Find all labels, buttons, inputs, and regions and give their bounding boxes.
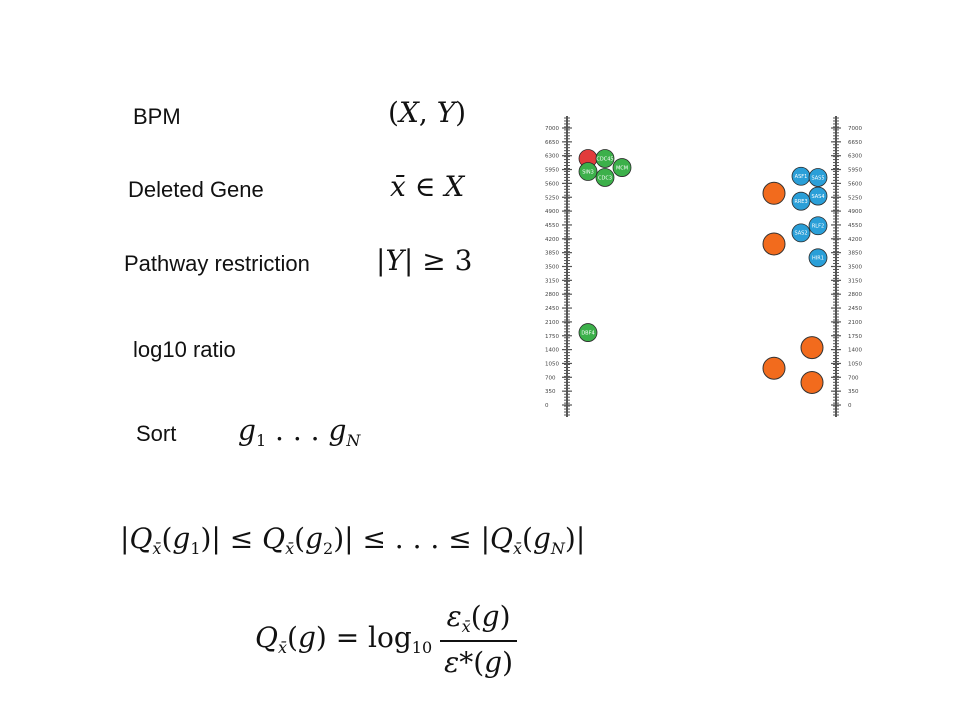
axis-tick-label: 6650 [848,140,862,146]
gene-marker-label: CDC3 [598,175,612,181]
formula-fraction: εx̄(g)ε*(g) [440,600,517,679]
axis-tick-label: 350 [545,389,556,395]
gene-marker-label: SAS5 [811,175,824,181]
axis-tick-label: 6650 [545,140,559,146]
gene-marker [808,168,828,187]
label-sort: Sort [136,421,177,446]
gene-marker [578,323,598,342]
axis-tick-label: 6300 [545,154,559,160]
left-scale-axis: 7000665063005950560052504900455042003850… [545,116,572,417]
axis-tick-label: 2100 [848,320,862,326]
gene-marker [791,223,811,243]
orange-markers [762,181,824,394]
axis-tick-label: 7000 [545,126,559,132]
axis-tick-label: 3150 [848,278,862,284]
axis-tick-label: 5250 [545,195,559,201]
right-scale-axis: 7000665063005950560052504900455042003850… [831,116,862,417]
axis-tick-label: 4200 [848,237,862,243]
gene-marker [578,162,598,181]
axis-tick-label: 1400 [848,348,862,354]
axis-tick-label: 2100 [545,320,559,326]
gene-marker-label: MCM [616,165,628,171]
gene-marker-label: RRE3 [794,199,807,205]
formula-membership: x̄ ∈ X [390,170,465,203]
axis-tick-label: 700 [848,375,859,381]
axis-tick-label: 1050 [848,361,862,367]
gene-marker-label: CDC45 [596,156,613,162]
orange-marker [762,232,786,256]
gene-marker [612,158,632,177]
axis-tick-label: 350 [848,389,859,395]
axis-tick-label: 5600 [545,181,559,187]
axis-tick-label: 4550 [545,223,559,229]
axis-tick-label: 2800 [848,292,862,298]
gene-marker [808,248,828,268]
axis-tick-label: 5950 [545,168,559,174]
gene-marker [808,186,828,206]
axis-tick-label: 0 [545,403,549,409]
gene-marker-label: ASF1 [795,174,808,180]
axis-tick-label: 6300 [848,154,862,160]
gene-marker-label: RLF2 [812,224,824,230]
axis-tick-label: 0 [848,403,852,409]
gene-marker [595,149,615,168]
gene-marker-label: SAS2 [794,231,807,237]
axis-tick-label: 1400 [545,348,559,354]
axis-tick-label: 1750 [545,334,559,340]
orange-marker [800,336,824,360]
gene-marker-label: SIN3 [582,169,594,175]
orange-marker [762,181,786,205]
formula-pathway-size: |Y| ≥ 3 [376,244,473,277]
gene-marker-label: DBF4 [581,330,594,336]
gene-marker-label: HIR1 [812,256,824,262]
axis-tick-label: 2450 [545,306,559,312]
gene-marker [791,191,811,211]
axis-tick-label: 700 [545,375,556,381]
axis-tick-label: 3500 [848,265,862,271]
formula-ordering: |Qx̄(g1)| ≤ Qx̄(g2)| ≤ . . . ≤ |Qx̄(gN)| [120,522,586,558]
label-deleted-gene: Deleted Gene [128,177,264,202]
axis-tick-label: 3150 [545,278,559,284]
label-log10-ratio: log10 ratio [133,337,236,362]
label-pathway-restriction: Pathway restriction [124,251,310,276]
axis-tick-label: 4200 [545,237,559,243]
axis-tick-label: 7000 [848,126,862,132]
gene-marker [808,216,828,236]
axis-tick-label: 5950 [848,168,862,174]
axis-tick-label: 3850 [848,251,862,257]
axis-tick-label: 3850 [545,251,559,257]
axis-tick-label: 1750 [848,334,862,340]
orange-marker [800,370,824,394]
axis-tick-label: 4900 [545,209,559,215]
axis-tick-label: 3500 [545,265,559,271]
gene-marker-label: SAS4 [811,194,824,200]
axis-tick-label: 2450 [848,306,862,312]
axis-tick-label: 1050 [545,361,559,367]
label-bpm: BPM [133,104,181,129]
formula-pair: (X, Y) [388,96,467,129]
axis-tick-label: 4550 [848,223,862,229]
formula-gene-list: g1 . . . gN [238,414,361,450]
gene-marker [595,168,615,187]
axis-tick-label: 5250 [848,195,862,201]
axis-tick-label: 5600 [848,181,862,187]
axis-tick-label: 4900 [848,209,862,215]
axis-tick-label: 2800 [545,292,559,298]
orange-marker [762,356,786,380]
